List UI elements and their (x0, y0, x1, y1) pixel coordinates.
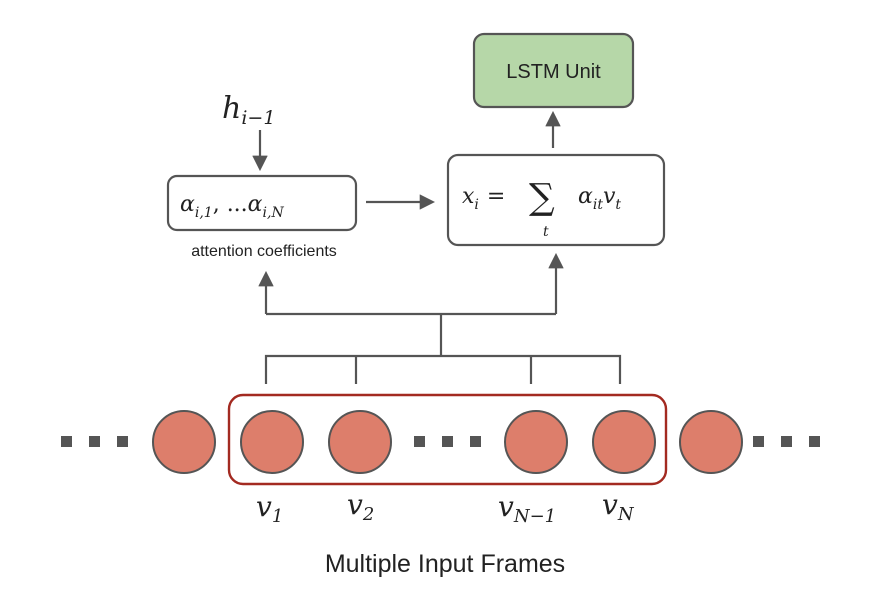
weighted-sum-box (446, 153, 666, 247)
frame-label-vN: vN (602, 488, 635, 525)
hidden-state-label: hi−1 (222, 91, 275, 129)
frame-v2 (328, 410, 392, 474)
frame-vN (592, 410, 656, 474)
ellipsis-left (61, 436, 128, 447)
input-window-border (227, 393, 668, 486)
frame-label-v2: v2 (347, 488, 374, 525)
frame-v1 (240, 410, 304, 474)
ellipsis-middle (414, 436, 481, 447)
attention-coefficients-label: attention coefficients (191, 243, 337, 260)
frame-label-vN-1: vN−1 (498, 490, 556, 527)
lstm-unit-box (472, 32, 635, 109)
attention-coefficients-formula: αi,1, ...αi,N (180, 192, 284, 221)
lstm-unit-label: LSTM Unit (506, 61, 601, 83)
frame-label-v1: v1 (256, 490, 283, 527)
attention-coefficients-box (166, 174, 358, 232)
weighted-sum-formula: xi= (462, 184, 505, 213)
caption: Multiple Input Frames (325, 550, 565, 578)
frame-outside-left (152, 410, 216, 474)
sum-symbol: ∑ (529, 177, 555, 218)
sum-summand: αitvt (578, 184, 621, 213)
ellipsis-right (753, 436, 820, 447)
frame-vN-1 (504, 410, 568, 474)
frame-outside-right (679, 410, 743, 474)
frame-collector-bar (264, 354, 622, 384)
sum-index: t (543, 224, 549, 240)
